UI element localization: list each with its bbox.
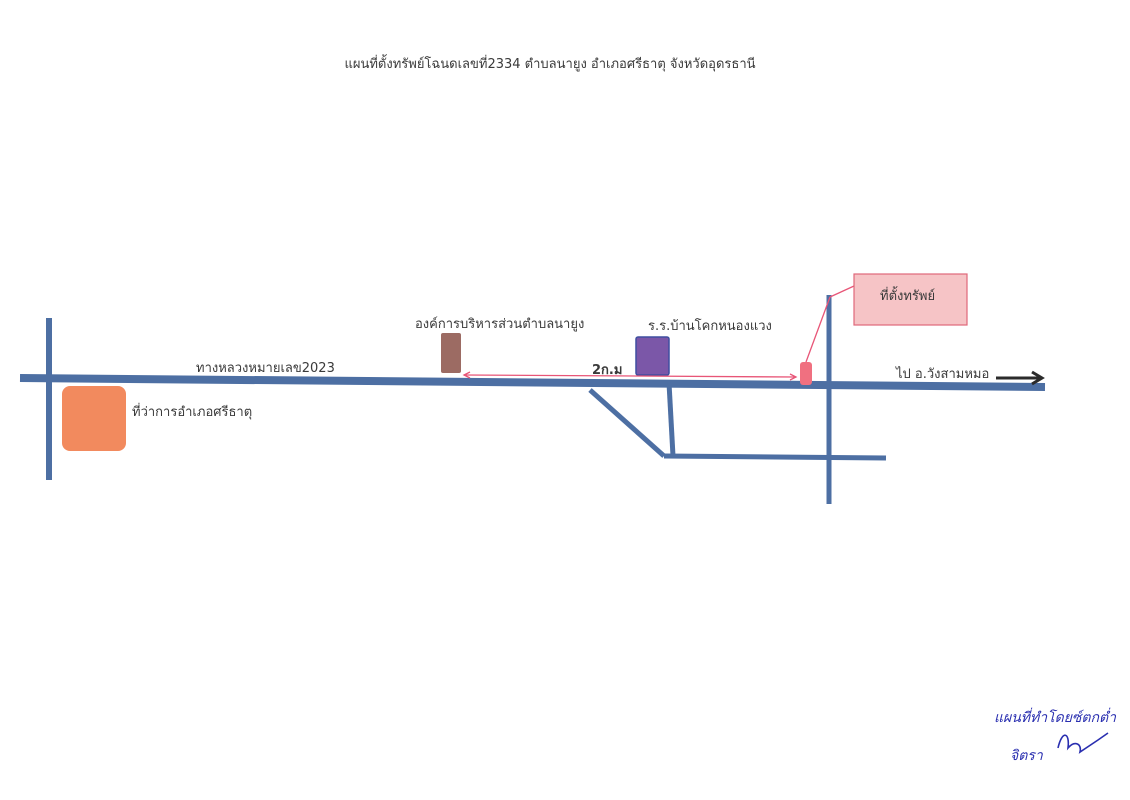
signature-line-2: จิตรา [1010, 748, 1044, 764]
main-highway [19, 374, 1046, 391]
direction-arrow-icon [996, 370, 1045, 386]
property-marker [800, 362, 812, 385]
road-network [19, 295, 1046, 504]
distance-indicator [462, 371, 798, 381]
property-label: ที่ตั้งทรัพย์ [880, 286, 935, 304]
south-side-road [663, 453, 887, 461]
highway-label: ทางหลวงหมายเลข2023 [196, 361, 335, 376]
signature-scribble-icon [1057, 732, 1109, 754]
property-callout-box [853, 273, 968, 326]
direction-label: ไป อ.วังสามหมอ [895, 366, 989, 382]
map-title: แผนที่ตั้งทรัพย์โฉนดเลขที่2334 ตำบลนายูง… [344, 54, 755, 72]
school-branch-road [666, 382, 676, 457]
district-office-label: ที่ว่าการอำเภอศรีธาตุ [132, 403, 252, 420]
school-marker [635, 336, 670, 376]
school-label: ร.ร.บ้านโคกหนองแวง [648, 318, 772, 334]
sao-marker [441, 333, 461, 373]
sao-label: องค์การบริหารส่วนตำบลนายูง [415, 316, 584, 332]
property-callout-leader-2 [829, 285, 855, 298]
property-callout-leader [805, 296, 831, 363]
diagonal-branch-road [588, 388, 666, 458]
signature-line-1: แผนที่ทำโดยซ์ตกต่ำ [994, 707, 1117, 726]
distance-label: 2ก.ม [592, 363, 622, 378]
district-office-marker [62, 386, 126, 451]
signature-block: แผนที่ทำโดยซ์ตกต่ำ จิตรา [994, 707, 1117, 764]
